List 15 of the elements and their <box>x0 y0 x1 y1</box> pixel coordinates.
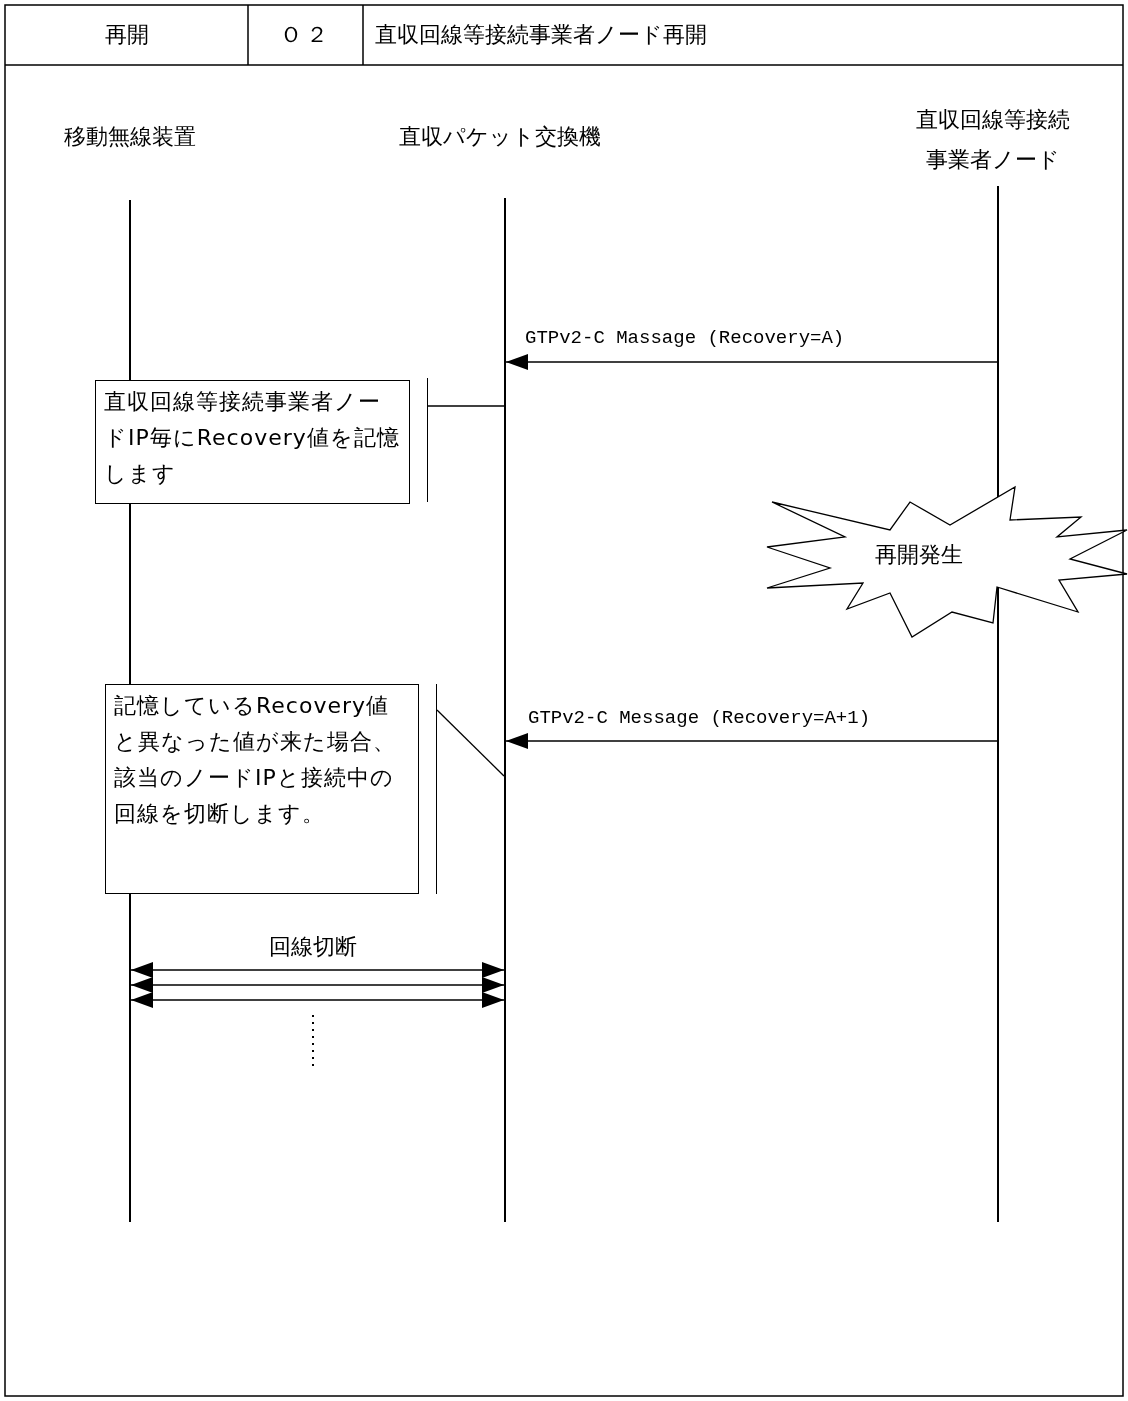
lifeline-heading: 直収回線等接続事業者ノード <box>915 106 1071 174</box>
note-box: 記憶しているRecovery値と異なった値が来た場合、該当のノードIPと接続中の回線を切断します。 <box>105 684 419 894</box>
header-cell-text: 直収回線等接続事業者ノード再開 <box>375 21 707 49</box>
lifeline-heading: 移動無線装置 <box>64 123 196 151</box>
leader-line <box>427 405 505 407</box>
header-cell-text: 再開 <box>103 21 150 49</box>
lifeline-heading: 直収パケット交換機 <box>399 123 601 151</box>
leader-line <box>436 709 505 777</box>
double-arrow <box>130 977 505 993</box>
header-cell-text: Ｏ２ <box>278 21 333 49</box>
note-box: 直収回線等接続事業者ノードIP毎にRecovery値を記憶します <box>95 380 410 504</box>
double-arrow <box>130 962 505 978</box>
double-arrow <box>130 992 505 1008</box>
arrow <box>505 354 998 370</box>
arrow <box>505 733 998 749</box>
